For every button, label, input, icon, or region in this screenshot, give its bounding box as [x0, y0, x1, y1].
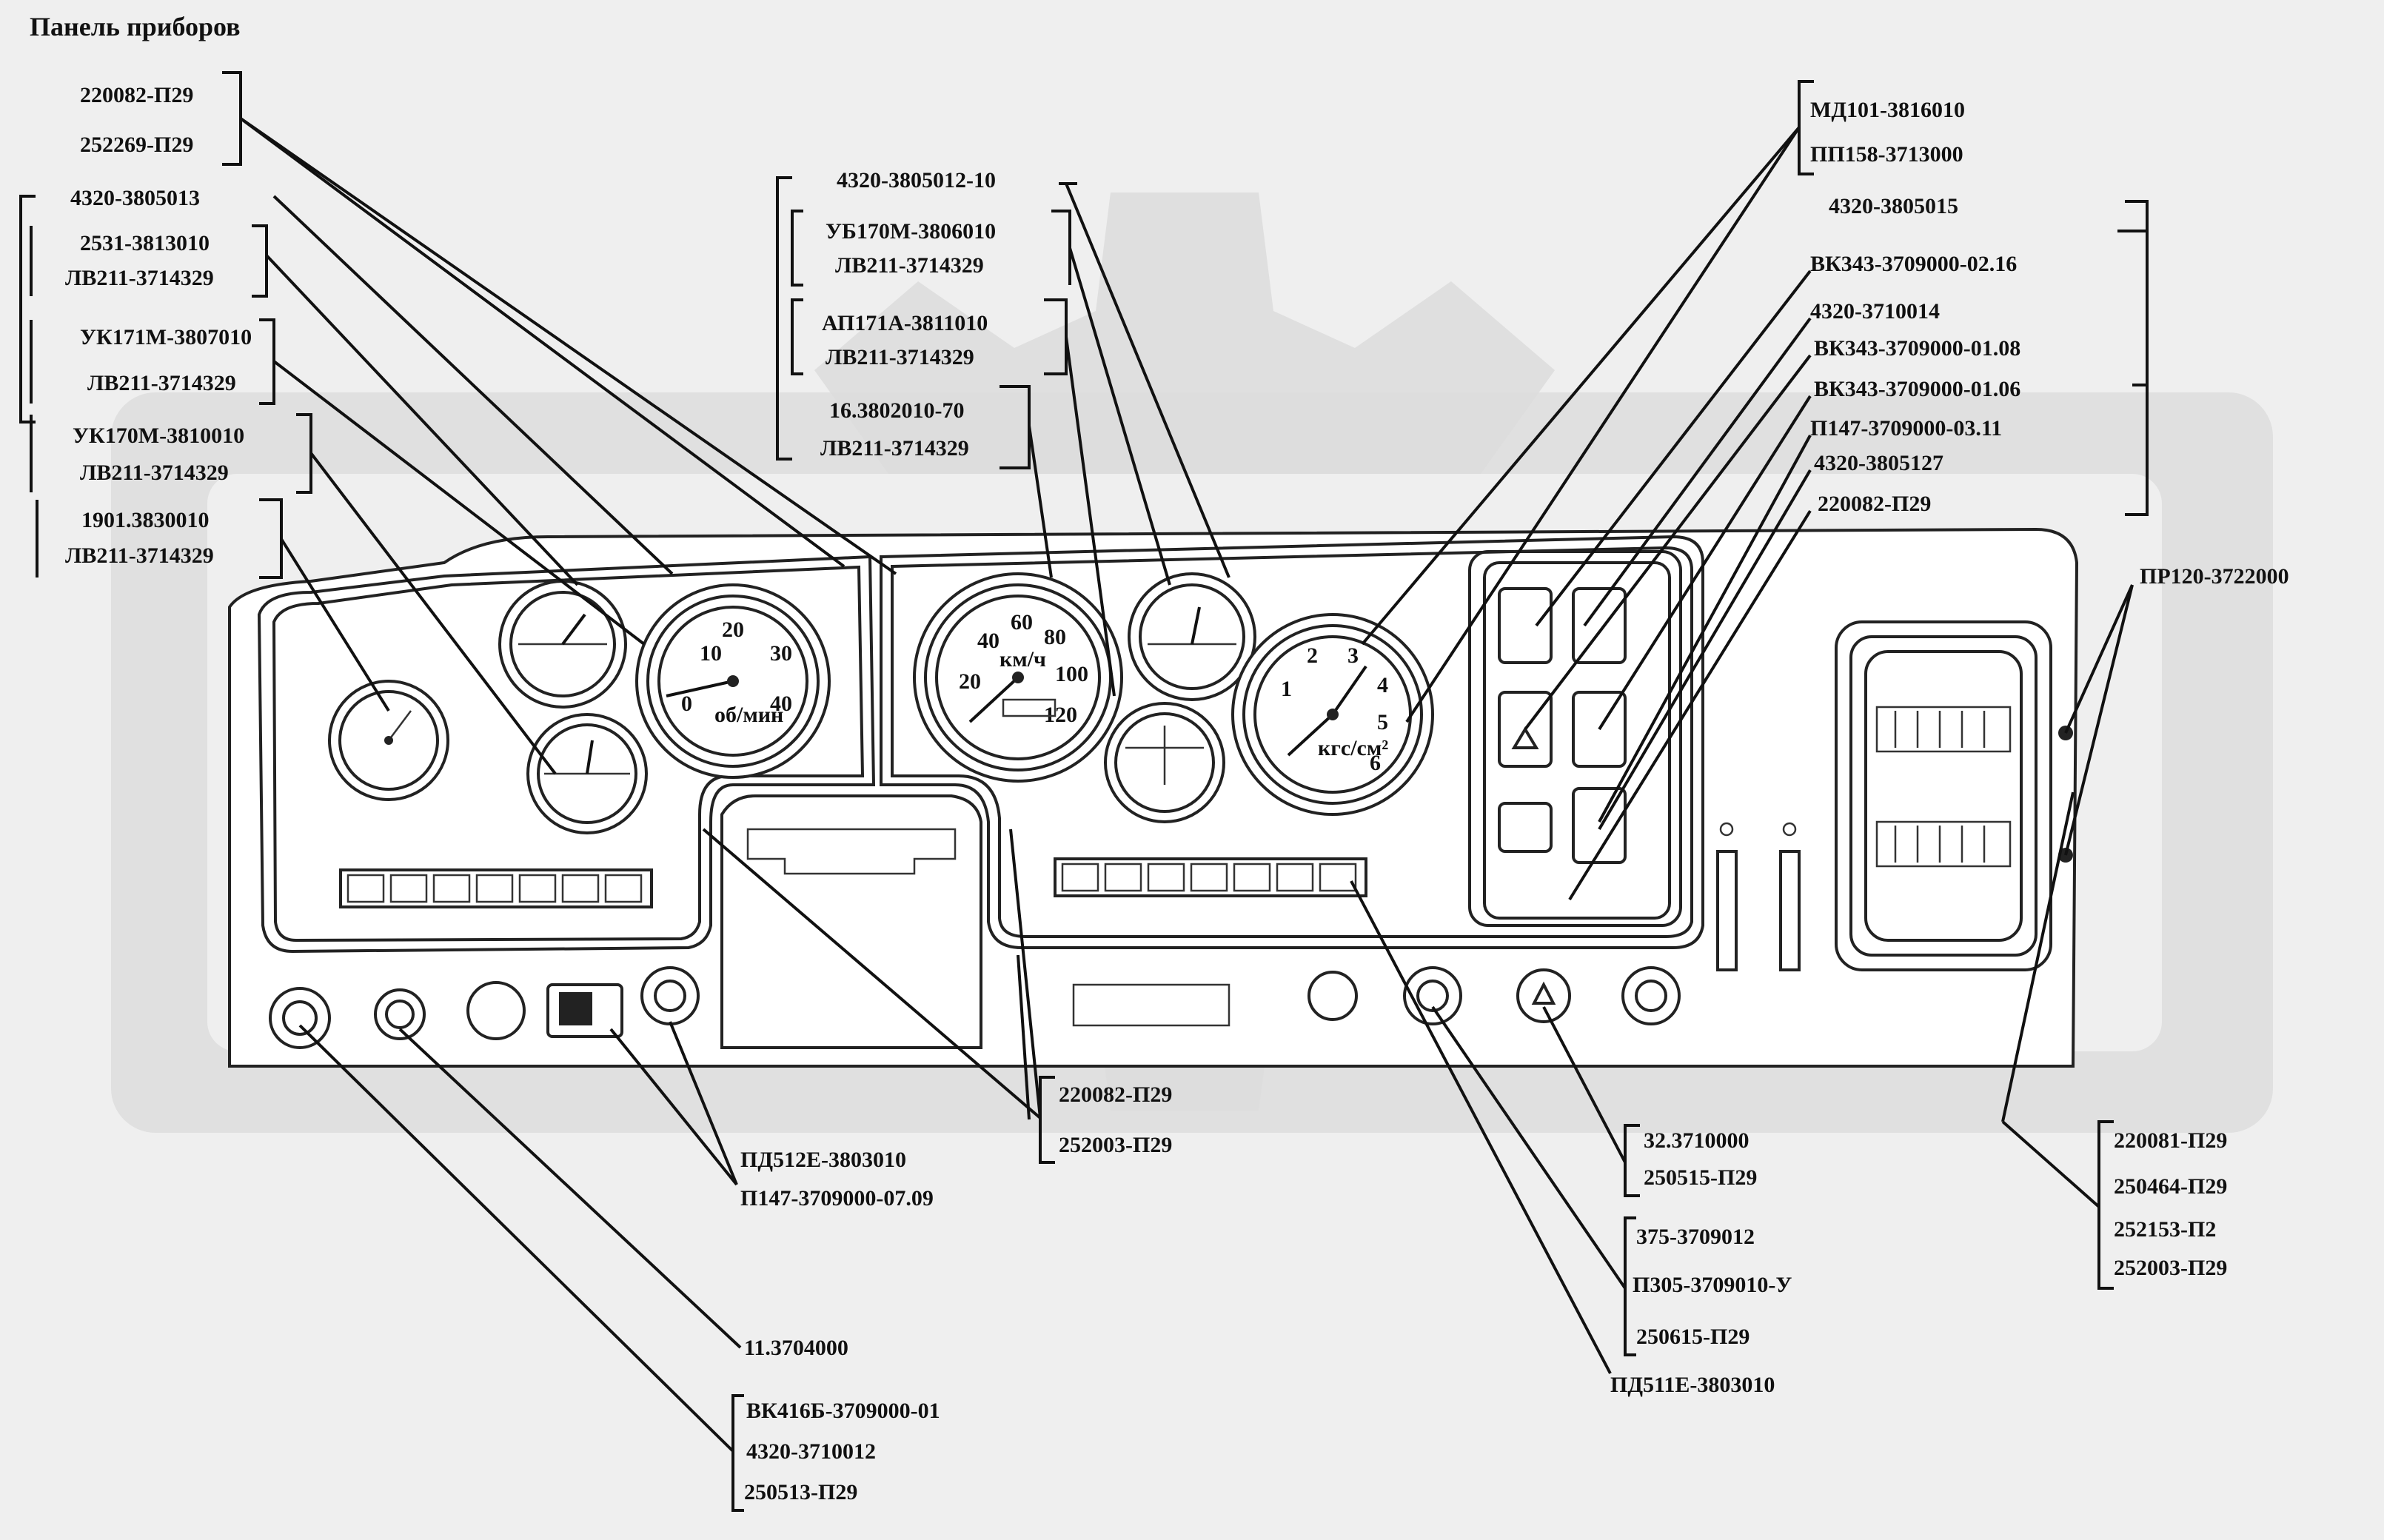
label-lv211-5: ЛВ211-3714329: [835, 253, 984, 278]
label-220082-p29: 220082-П29: [80, 83, 193, 107]
label-vk343-02-16: ВК343-3709000-02.16: [1810, 252, 2017, 276]
label-ub170m-3806010: УБ170М-3806010: [826, 219, 996, 244]
labels-left: 220082-П29 252269-П29 4320-3805013 2531-…: [19, 71, 312, 579]
speedo-tick: 60: [1011, 610, 1033, 635]
label-lv211-3: ЛВ211-3714329: [80, 461, 229, 485]
pressure-tick: 4: [1377, 673, 1388, 697]
label-252153-p2: 252153-П2: [2114, 1217, 2216, 1242]
label-252003-p29-b: 252003-П29: [1059, 1133, 1172, 1157]
gauge-fuel: [1128, 572, 1256, 701]
speedo-unit: км/ч: [1000, 647, 1046, 672]
label-375-3709012: 375-3709012: [1636, 1225, 1755, 1249]
gauge-tachometer: 10 20 30 40 0 об/мин: [635, 583, 831, 779]
tacho-unit: об/мин: [714, 703, 783, 727]
label-p147-03-11: П147-3709000-03.11: [1810, 416, 2002, 441]
warning-switches: [1498, 587, 1627, 864]
switch-block-left: [339, 868, 653, 908]
pressure-tick: 5: [1377, 710, 1388, 734]
tacho-tick: 0: [681, 692, 692, 716]
label-4320-3710014: 4320-3710014: [1810, 299, 1940, 324]
gauge-1901-voltmeter: [328, 680, 449, 801]
label-252269-p29: 252269-П29: [80, 133, 193, 157]
label-pd511e-3803010: ПД511Е-3803010: [1610, 1373, 1775, 1397]
label-4320-3805015: 4320-3805015: [1829, 194, 1958, 218]
label-11-3704000: 11.3704000: [744, 1336, 848, 1360]
pressure-tick: 1: [1281, 677, 1292, 701]
label-220082-p29-b: 220082-П29: [1059, 1082, 1172, 1107]
label-220082-p29-r: 220082-П29: [1818, 492, 1931, 516]
speedo-tick: 120: [1044, 703, 1077, 727]
speedo-tick: 80: [1044, 625, 1066, 649]
label-lv211-4: ЛВ211-3714329: [65, 543, 214, 568]
label-4320-3805013: 4320-3805013: [70, 186, 200, 210]
label-4320-3805127: 4320-3805127: [1814, 451, 1943, 475]
bottom-controls: [269, 966, 1681, 1049]
label-4320-3710012: 4320-3710012: [746, 1439, 876, 1464]
label-32-3710000: 32.3710000: [1644, 1128, 1750, 1153]
label-16-3802010-70: 16.3802010-70: [829, 398, 965, 423]
gauge-ammeter: [1104, 702, 1225, 823]
fuse-box: [1864, 650, 2073, 942]
label-2531-3813010: 2531-3813010: [80, 231, 210, 255]
pressure-tick: 3: [1347, 643, 1359, 668]
gauge-air-pressure: 1 2 3 4 5 6 кгс/см²: [1231, 613, 1434, 816]
label-uk170m-3810010: УК170М-3810010: [73, 424, 244, 448]
labels-center-top: 4320-3805012-10 УБ170М-3806010 ЛВ211-371…: [776, 168, 1077, 469]
leader-lines: [239, 117, 2134, 1453]
label-250515-p29: 250515-П29: [1644, 1165, 1757, 1190]
label-250513-p29: 250513-П29: [744, 1480, 857, 1504]
label-p147-07-09: П147-3709000-07.09: [740, 1186, 934, 1211]
label-vk343-01-08: ВК343-3709000-01.08: [1814, 336, 2020, 361]
label-lv211-2: ЛВ211-3714329: [87, 371, 236, 395]
switch-block-center: [1054, 857, 1367, 897]
label-lv211-7: ЛВ211-3714329: [820, 436, 969, 461]
label-p305-3709010-u: П305-3709010-У: [1633, 1273, 1792, 1297]
label-lv211-6: ЛВ211-3714329: [826, 345, 974, 369]
label-4320-3805012-10: 4320-3805012-10: [837, 168, 996, 192]
pressure-unit: кгс/см²: [1318, 736, 1388, 760]
label-1901-3830010: 1901.3830010: [81, 508, 210, 532]
label-252003-p29-r: 252003-П29: [2114, 1256, 2227, 1280]
labels-bottom: 220082-П29 252003-П29 ПД512Е-3803010 П14…: [731, 1076, 2227, 1512]
label-250464-p29: 250464-П29: [2114, 1174, 2227, 1199]
gauge-coolant-temp: [526, 713, 648, 834]
gauge-oil-pressure: [498, 580, 627, 709]
speedo-tick: 100: [1055, 662, 1088, 686]
label-250615-p29: 250615-П29: [1636, 1325, 1750, 1349]
speedo-tick: 40: [977, 629, 1000, 653]
tacho-tick: 40: [770, 692, 792, 716]
pressure-tick: 6: [1370, 751, 1381, 775]
label-ap171a-3811010: АП171А-3811010: [822, 311, 988, 335]
label-md101-3816010: МД101-3816010: [1810, 98, 1965, 122]
label-lv211-1: ЛВ211-3714329: [65, 266, 214, 290]
speedo-tick: 20: [959, 669, 981, 694]
tacho-tick: 10: [700, 641, 722, 666]
label-pr120-3722000: ПР120-3722000: [2140, 564, 2289, 589]
label-pd512e-3803010: ПД512Е-3803010: [740, 1148, 906, 1172]
label-pp158-3713000: ПП158-3713000: [1810, 142, 1963, 167]
labels-right: МД101-3816010 ПП158-3713000 4320-3805015…: [1798, 80, 2289, 589]
pressure-tick: 2: [1307, 643, 1318, 668]
tacho-tick: 30: [770, 641, 792, 666]
label-220081-p29: 220081-П29: [2114, 1128, 2227, 1153]
label-vk343-01-06: ВК343-3709000-01.06: [1814, 377, 2020, 401]
gauge-speedometer: 20 40 60 80 100 120 км/ч: [913, 572, 1123, 783]
label-uk171m-3807010: УК171М-3807010: [80, 325, 252, 349]
tacho-tick: 20: [722, 617, 744, 642]
label-vk416b-3709000-01: ВК416Б-3709000-01: [746, 1399, 940, 1423]
levers: [1716, 822, 1801, 971]
page-title: Панель приборов: [30, 12, 241, 41]
